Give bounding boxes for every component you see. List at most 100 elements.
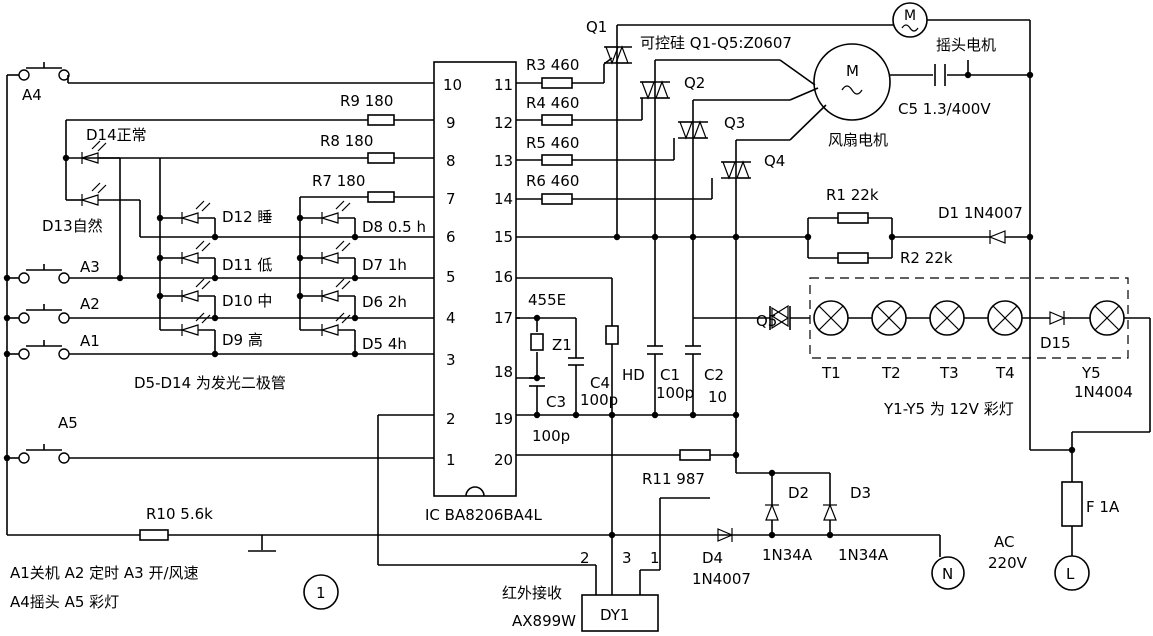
ic-pin-13: 13 [494,152,513,170]
triac-q3 [678,87,819,325]
ac-voltage: 220V [988,554,1028,572]
led-d13-label: D13自然 [42,217,103,235]
left-junctions [3,154,359,462]
swing-motor-symbol: M [904,8,916,24]
ic-label: IC BA8206BA4L [425,506,542,524]
capacitor-c4-label: C4 [590,374,610,392]
ic-left-pin-numbers: 10 9 8 7 6 5 4 3 2 1 [443,76,462,469]
diode-d1-label: D1 1N4007 [938,204,1023,222]
lamp-string [516,277,1151,454]
led-column-1 [160,200,216,354]
hd-label: HD [622,366,645,384]
resistor-r7-label: R7 180 [312,172,365,190]
capacitor-c3-value: 100p [532,427,570,445]
capacitor-c1-value: 100p [656,384,694,402]
resistor-r8-label: R8 180 [320,132,373,150]
triac-q2 [640,59,816,237]
lamp-t3-label: T3 [939,364,959,382]
ir-receiver-part: AX899W [512,612,576,630]
switch-a4-label: A4 [22,86,42,104]
resistor-r10 [139,529,169,541]
led-d9-label: D9 高 [222,331,263,349]
lamp-y5-label: Y5 [1081,364,1101,382]
ir-receiver-pin1: 1 [650,549,660,567]
diode-d2-part: 1N34A [762,546,813,564]
switch-a2 [7,304,70,324]
capacitor-c1-label: C1 [660,366,680,384]
diode-d15-part: 1N4004 [1074,383,1133,401]
switch-a3 [7,264,70,284]
diode-d4-label: D4 [702,549,723,567]
fan-motor-symbol: M [846,62,859,80]
live-terminal: L [1066,565,1075,583]
resistor-r10-label: R10 5.6k [146,505,213,523]
legend-line-1: A1关机 A2 定时 A3 开/风速 [10,564,199,582]
ac-label: AC [994,533,1014,551]
ic-pin-11: 11 [494,76,513,94]
ic-pin-5: 5 [446,268,456,286]
fuse-label: F 1A [1086,498,1120,516]
led-d13 [66,182,120,206]
ic-pin-16: 16 [494,268,513,286]
lamp-note: Y1-Y5 为 12V 彩灯 [883,400,1014,418]
led-d11-label: D11 低 [222,256,272,274]
ic-body [433,61,517,497]
ic-pin-6: 6 [446,228,456,246]
lamp-t2-label: T2 [881,364,901,382]
capacitor-c2-label: C2 [704,366,724,384]
figure-number: 1 [316,584,326,602]
led-d8-label: D8 0.5 h [362,218,426,236]
ir-receiver-label: 红外接收 [502,584,562,602]
switch-a3-label: A3 [80,258,100,276]
led-d7-label: D7 1h [362,256,407,274]
ic-pin-12: 12 [494,114,513,132]
ic-pin-4: 4 [446,309,456,327]
triac-q4-label: Q4 [764,152,785,170]
ic-pin-2: 2 [446,410,456,428]
diode-d15-label: D15 [1040,334,1071,352]
switch-a2-label: A2 [80,295,100,313]
triac-q5-label: Q5 [756,312,777,330]
fan-motor-label: 风扇电机 [828,131,888,149]
switch-a4 [7,62,70,83]
diode-d2-label: D2 [788,484,809,502]
led-column-2 [300,200,356,354]
capacitor-c5-label: C5 1.3/400V [898,100,991,118]
ic-pin-15: 15 [494,228,513,246]
crystal-label: 455E [528,291,566,309]
ir-receiver-pin3: 3 [622,549,632,567]
resistor-r3-label: R3 460 [526,56,579,74]
common-rail [516,212,1034,264]
led-d6-label: D6 2h [362,293,407,311]
resistor-r4-label: R4 460 [526,94,579,112]
ic-pin-10: 10 [443,76,462,94]
ic-pin-19: 19 [494,410,513,428]
resistor-r9-label: R9 180 [340,92,393,110]
led-d5-label: D5 4h [362,335,407,353]
triac-note: 可控硅 Q1-Q5:Z0607 [640,34,792,52]
resistor-r11-label: R11 987 [642,470,705,488]
legend-line-2: A4摇头 A5 彩灯 [10,593,119,611]
resistor-r6-label: R6 460 [526,172,579,190]
resistor-r7 [367,191,395,203]
resistor-r9 [367,114,395,126]
led-d14-label: D14正常 [86,126,147,144]
capacitor-c3-label: C3 [546,393,566,411]
switch-a1-label: A1 [80,332,100,350]
figure-number-circle [303,574,339,610]
ic-pin-7: 7 [446,190,456,208]
triac-q3-label: Q3 [724,114,745,132]
triac-q2-label: Q2 [684,74,705,92]
fan-motor [813,43,1030,121]
ir-receiver-name: DY1 [600,606,629,624]
ic-right-pin-numbers: 11 12 13 14 15 16 17 18 19 20 [494,76,513,469]
diode-d3-label: D3 [850,484,871,502]
power-supply [639,449,1090,595]
diode-d4-part: 1N4007 [692,570,751,588]
resistor-r8 [367,152,395,164]
gate-wiring [516,64,713,205]
ir-receiver [581,594,659,632]
capacitor-c4-value: 100p [580,391,618,409]
diode-d3-part: 1N34A [838,546,889,564]
